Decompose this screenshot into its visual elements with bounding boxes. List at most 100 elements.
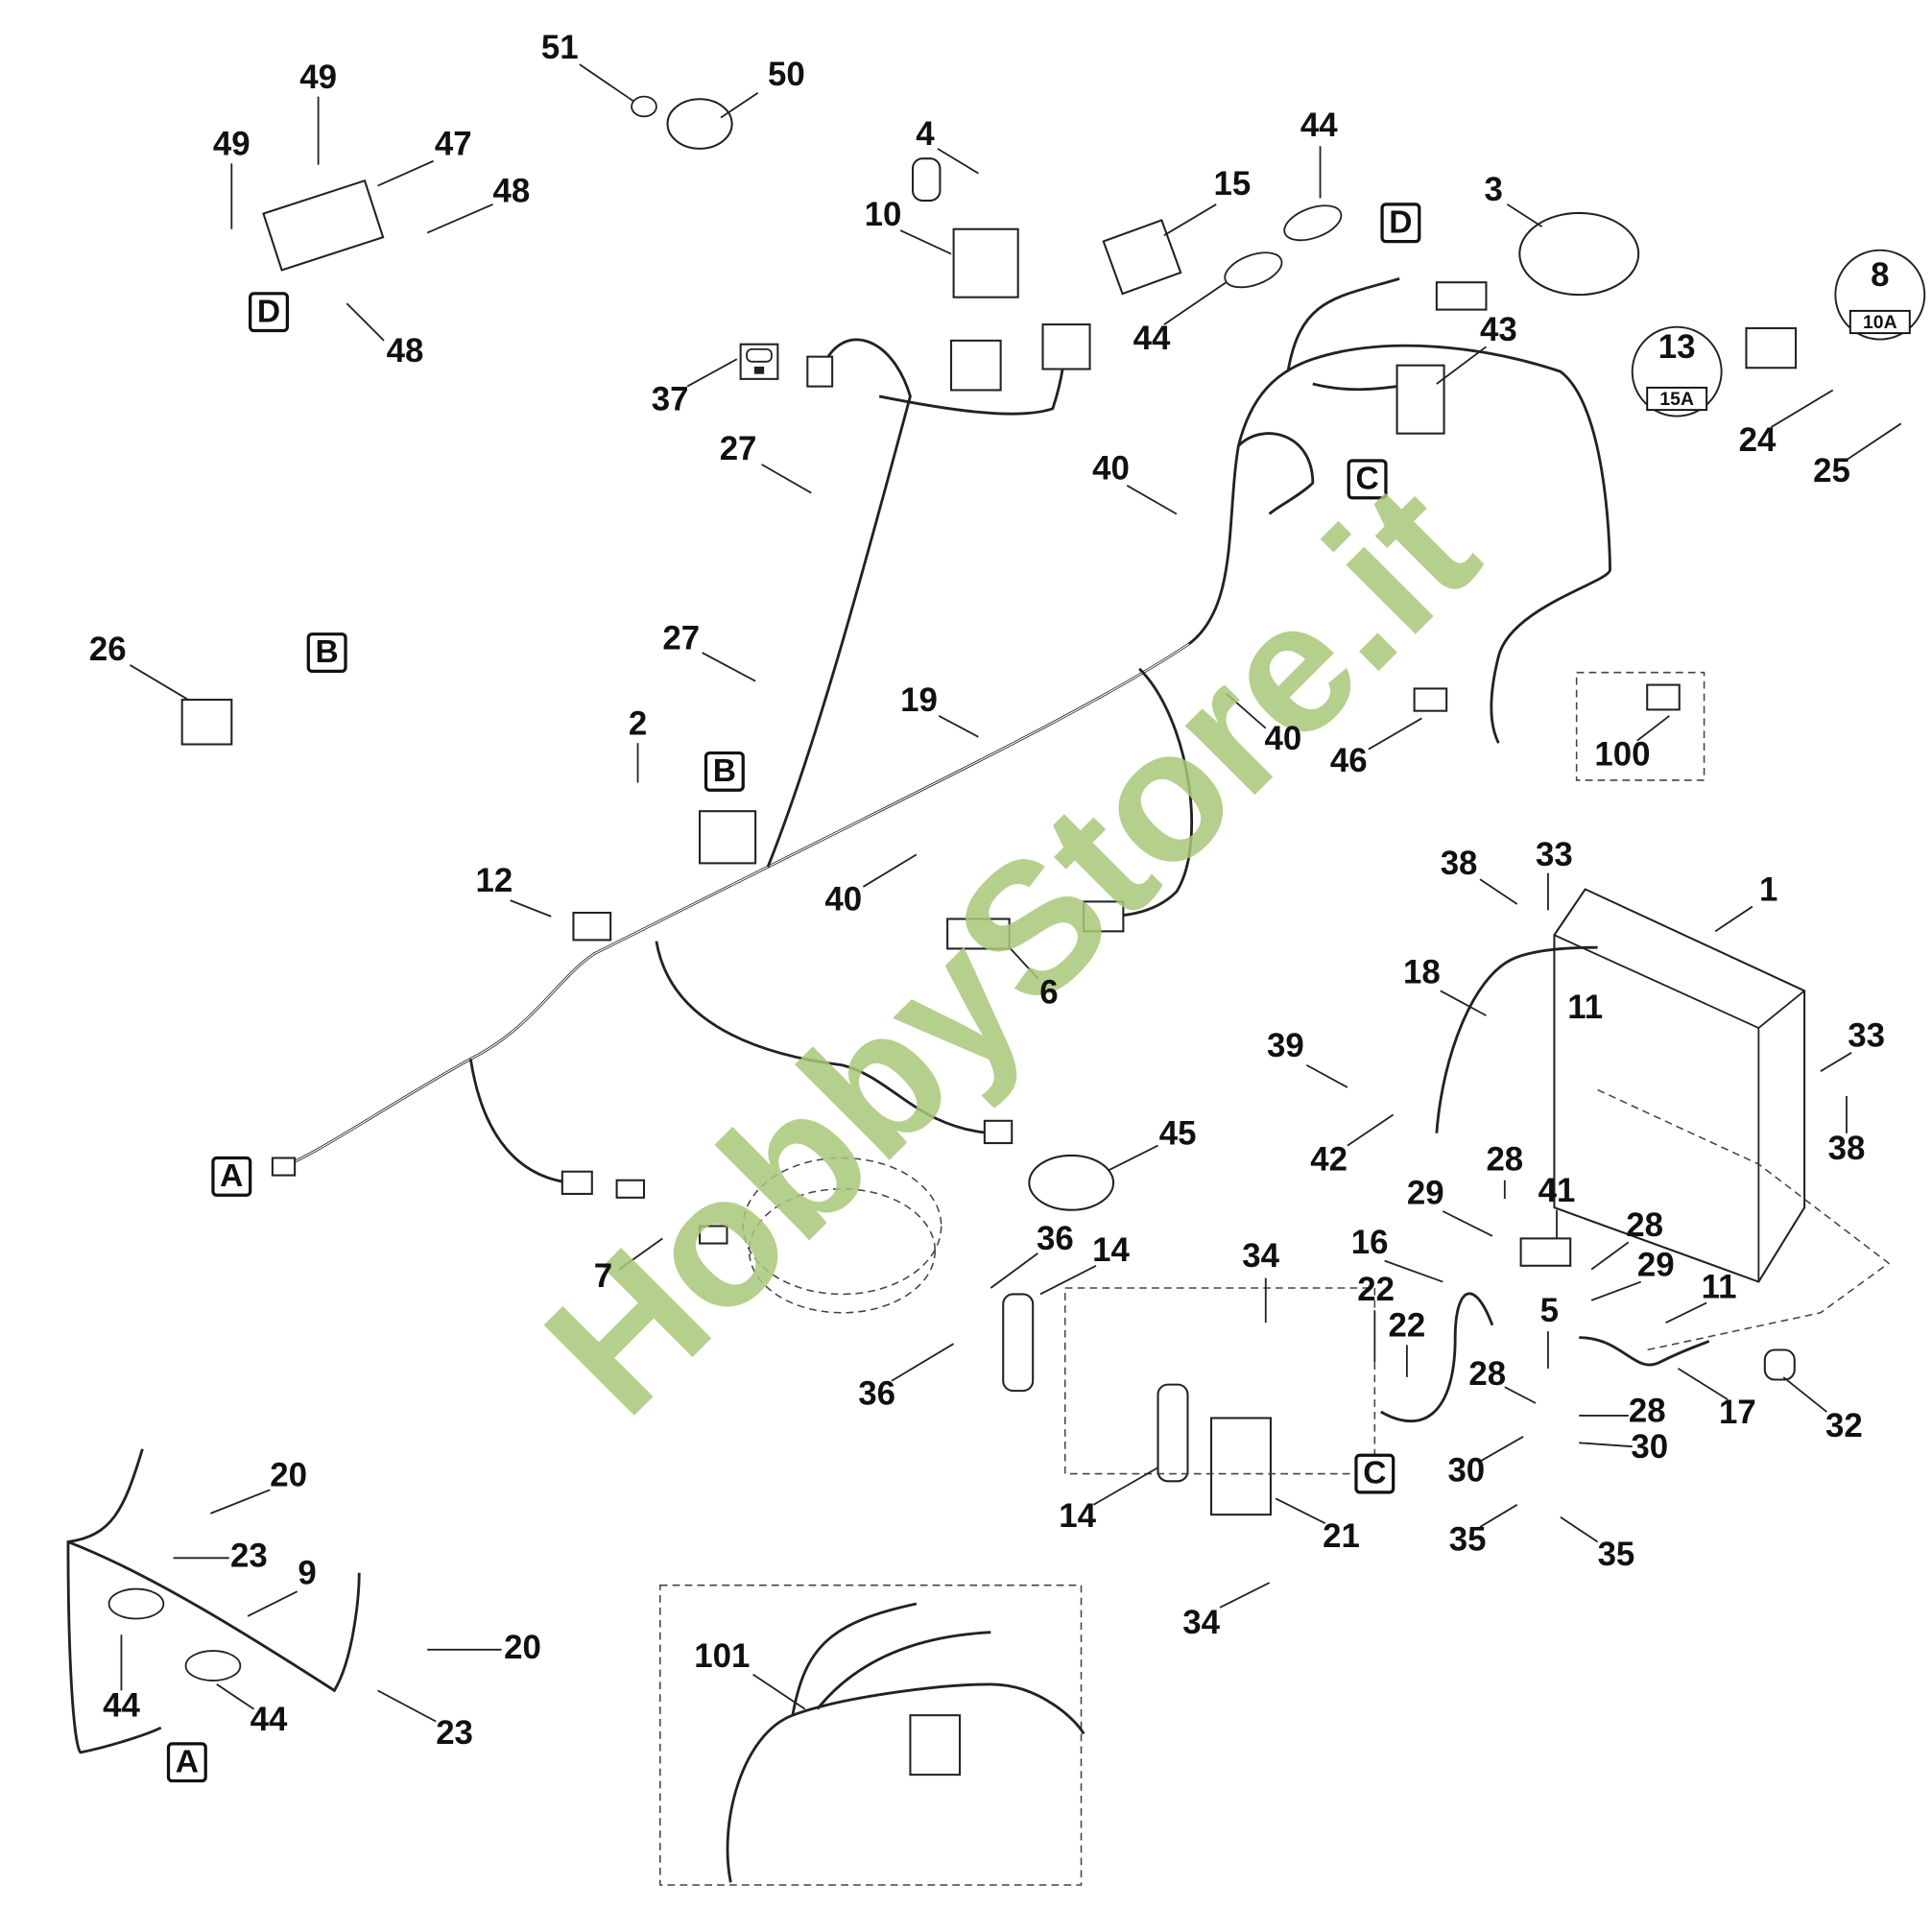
part-label: 49	[299, 59, 337, 96]
inset-101	[659, 1584, 1085, 1886]
part-label: 27	[662, 619, 700, 656]
part-label: 38	[1828, 1130, 1866, 1167]
part-label: 15	[1214, 165, 1252, 203]
part-label: 33	[1536, 836, 1573, 873]
reference-letter: A	[176, 1744, 199, 1779]
part-label: 34	[1182, 1604, 1220, 1641]
connector	[1083, 900, 1125, 933]
part-label: 13	[1658, 328, 1696, 366]
reference-box: A	[211, 1156, 252, 1197]
connector	[561, 1170, 593, 1195]
part-label: 43	[1480, 311, 1517, 348]
reference-letter: C	[1363, 1456, 1386, 1491]
connectors	[271, 281, 1705, 1245]
connector	[615, 1179, 646, 1199]
ignition-connector	[949, 339, 1002, 392]
ring-51	[631, 95, 657, 118]
part-label: 37	[652, 380, 689, 417]
fuse-rating-badge: 15A	[1631, 325, 1723, 417]
speaker-45	[1028, 1154, 1115, 1211]
wiring-harness	[274, 276, 1611, 1184]
part-label: 10	[865, 196, 902, 233]
part-label: 26	[89, 631, 127, 668]
fuse-rating-badge: 10A	[1834, 249, 1926, 341]
part-label: 100	[1594, 736, 1650, 774]
switch-46	[1413, 687, 1448, 712]
part-label: 28	[1626, 1206, 1663, 1244]
fuse-rating: 10A	[1863, 312, 1897, 333]
module-47	[262, 179, 385, 272]
part-label: 11	[1702, 1268, 1737, 1305]
part-label: 29	[1637, 1246, 1675, 1283]
components	[180, 95, 1798, 1516]
part-label: 48	[493, 173, 531, 210]
part-label: 2	[629, 704, 647, 742]
fuse-rating: 15A	[1659, 389, 1694, 410]
part-label: 3	[1485, 171, 1503, 208]
part-label: 38	[1441, 845, 1478, 882]
fuse-holder	[1745, 326, 1798, 370]
part-label: 36	[858, 1374, 895, 1412]
connector-a	[271, 1157, 297, 1177]
part-label: 24	[1739, 421, 1777, 459]
part-label: 17	[1719, 1394, 1756, 1431]
part-label: 44	[103, 1687, 140, 1725]
part-label: 49	[213, 125, 250, 162]
connector	[806, 355, 834, 388]
pto-clutch-outline	[748, 1187, 937, 1314]
reference-box: B	[704, 751, 745, 792]
connector-d	[1435, 281, 1488, 311]
part-label: 20	[504, 1629, 541, 1666]
connector	[983, 1119, 1014, 1145]
part-label: 48	[387, 332, 424, 370]
part-label: 23	[230, 1538, 268, 1575]
cover-41	[1519, 1237, 1572, 1267]
reference-letter: A	[220, 1158, 243, 1194]
part-label: 1	[1759, 871, 1777, 908]
switch-15	[1102, 219, 1182, 296]
part-label: 47	[435, 125, 472, 162]
connector-12	[572, 911, 612, 942]
part-label: 28	[1486, 1141, 1523, 1179]
part-label: 41	[1538, 1172, 1576, 1209]
clip-44	[107, 1587, 165, 1620]
part-label: 22	[1357, 1271, 1395, 1308]
part-label: 51	[541, 29, 579, 66]
part-label: 19	[900, 681, 938, 719]
part-label: 35	[1449, 1521, 1487, 1559]
relay	[1041, 323, 1091, 370]
part-label: 44	[250, 1701, 288, 1738]
part-100	[1646, 683, 1681, 711]
reference-box: A	[166, 1742, 207, 1783]
reference-letter: D	[1389, 204, 1412, 240]
part-label: 42	[1310, 1141, 1348, 1179]
part-label: 44	[1300, 107, 1338, 144]
part-label: 30	[1447, 1451, 1485, 1489]
part-label: 27	[720, 430, 757, 467]
part-label: 7	[594, 1257, 612, 1295]
part-label: 23	[436, 1714, 473, 1752]
connector-7	[699, 1225, 728, 1245]
fuse-rating-labels: 10A 15A	[1631, 249, 1926, 417]
part-label: 40	[824, 881, 862, 918]
part-label: 30	[1631, 1428, 1668, 1466]
relay-26	[180, 699, 233, 746]
leader-lines	[120, 63, 1902, 1723]
reference-box: B	[306, 632, 347, 674]
part-label: 16	[1351, 1224, 1389, 1261]
clip-44	[1224, 251, 1283, 289]
reference-letter: C	[1355, 462, 1378, 497]
part-label: 8	[1871, 256, 1889, 294]
key-4	[911, 157, 942, 203]
part-label: 40	[1264, 720, 1301, 757]
speaker-3	[1518, 211, 1640, 297]
part-label: 28	[1629, 1393, 1666, 1430]
part-label: 14	[1092, 1231, 1130, 1269]
connector-43	[1395, 364, 1445, 435]
part-label: 40	[1092, 450, 1130, 488]
part-label: 21	[1323, 1517, 1360, 1555]
reference-letter: B	[316, 634, 339, 670]
